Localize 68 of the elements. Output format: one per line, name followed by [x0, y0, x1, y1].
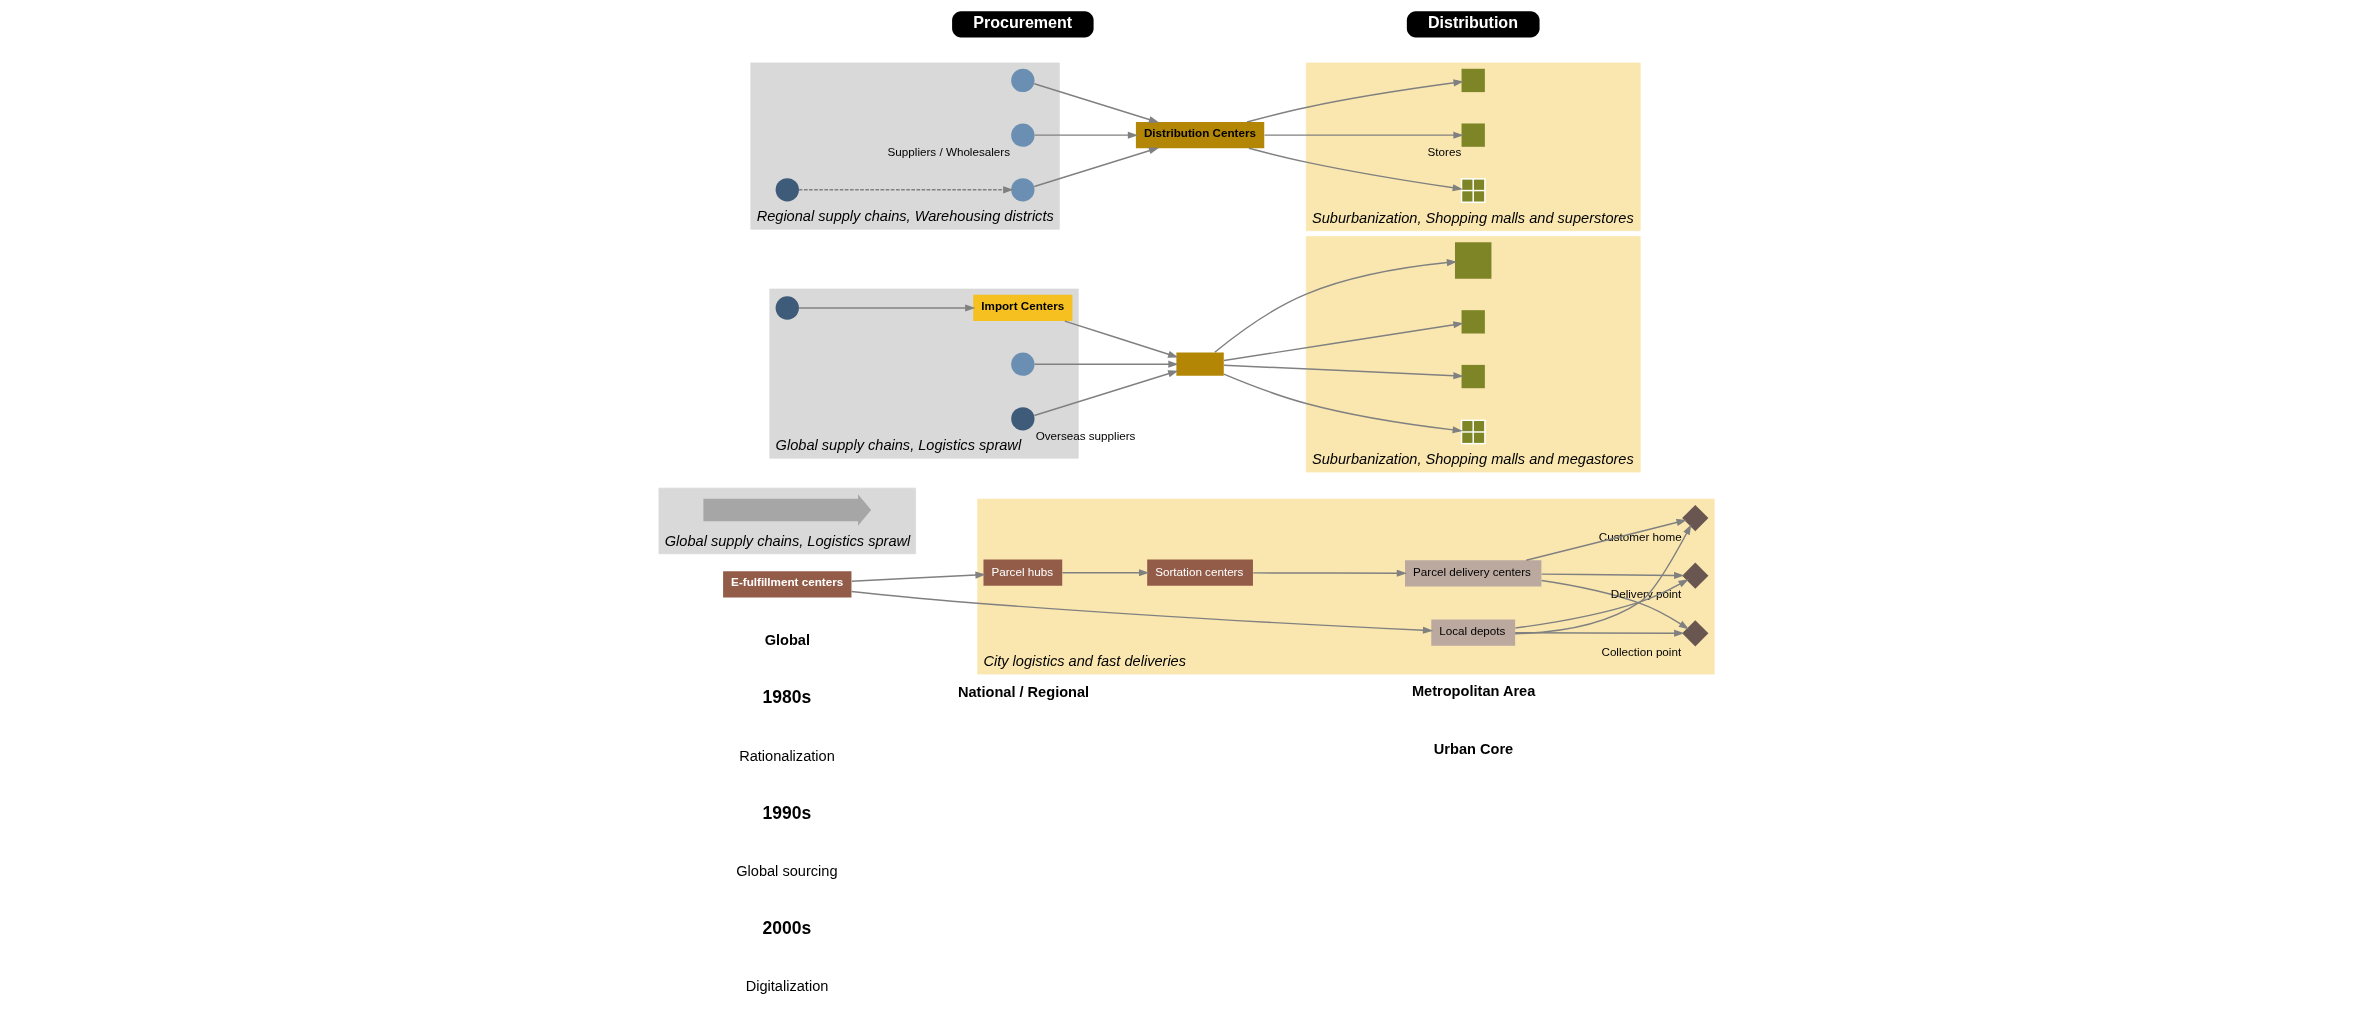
arrow: [1033, 83, 1160, 123]
node-diamond: [1682, 504, 1709, 532]
node-circle: [1011, 68, 1035, 93]
node-label: Suppliers / Wholesalers: [887, 145, 1011, 159]
node-box: [1461, 364, 1485, 389]
arrow: [1514, 524, 1692, 635]
node-box: Parcel hubs: [983, 559, 1063, 586]
node-diamond: [1682, 562, 1709, 589]
arrow: [1064, 320, 1179, 358]
arrow: [1525, 519, 1687, 562]
label: Rationalization: [739, 747, 835, 764]
node-label: Stores: [1427, 145, 1462, 159]
node-box: [1461, 310, 1485, 334]
node-circle: [775, 296, 799, 320]
node-box: Distribution Centers: [1135, 122, 1265, 149]
node-box: [1461, 123, 1485, 147]
node-box: Procurement: [952, 11, 1094, 38]
node-box: [1176, 352, 1224, 376]
node-arrow: [703, 494, 872, 526]
arrow: [1252, 569, 1407, 577]
arrow: [798, 186, 1014, 194]
node-box: Local depots: [1431, 619, 1516, 646]
arrow: [1033, 360, 1179, 368]
label: Urban Core: [1433, 740, 1514, 757]
arrow: [1223, 373, 1463, 434]
label: 2000s: [762, 917, 812, 938]
label: Metropolitan Area: [1411, 682, 1536, 699]
node-box: Import Centers: [973, 294, 1073, 322]
node-box: Distribution: [1406, 11, 1540, 38]
label: Digitalization: [745, 978, 829, 995]
arrow: [1248, 147, 1463, 192]
label: Global sourcing: [736, 863, 838, 880]
arrow: [1061, 569, 1150, 577]
node-label: Collection point: [1601, 644, 1682, 658]
label: National / Regional: [957, 683, 1090, 700]
arrow: [798, 304, 976, 312]
node-circle: [1011, 178, 1035, 202]
node-box: Parcel delivery centers: [1405, 560, 1542, 587]
node-box: Sortation centers: [1147, 559, 1253, 586]
node-box: [1454, 242, 1492, 279]
arrow: [1223, 321, 1464, 362]
arrow: [1033, 370, 1179, 417]
cluster: Suburbanization, Shopping malls and megastores: [1305, 236, 1641, 473]
arrow: [850, 590, 1434, 634]
arrow: [850, 571, 986, 582]
arrow: [1263, 131, 1464, 139]
arrow: [1223, 364, 1464, 380]
arrow: [1033, 131, 1139, 139]
arrow: [1540, 579, 1690, 630]
arrow: [1214, 259, 1458, 353]
node-box: [1461, 68, 1485, 93]
arrow: [1514, 629, 1685, 637]
arrow: [1033, 147, 1160, 188]
node-label: Delivery point: [1610, 587, 1682, 601]
node-circle: [1011, 123, 1035, 147]
cluster: Global supply chains, Logistics sprawl: [658, 487, 916, 555]
arrow: [1540, 571, 1685, 580]
label: Global: [764, 631, 811, 648]
node-diamond: [1682, 620, 1709, 647]
label: 1990s: [762, 802, 812, 823]
node-label: Overseas suppliers: [1035, 428, 1136, 442]
node-circle: [1011, 352, 1035, 376]
node-box: E-fulfillment centers: [723, 571, 852, 598]
node-circle: [1011, 407, 1035, 431]
node-circle: [775, 178, 799, 202]
label: 1980s: [762, 687, 812, 708]
arrow: [1514, 579, 1689, 629]
arrow: [1246, 79, 1464, 123]
